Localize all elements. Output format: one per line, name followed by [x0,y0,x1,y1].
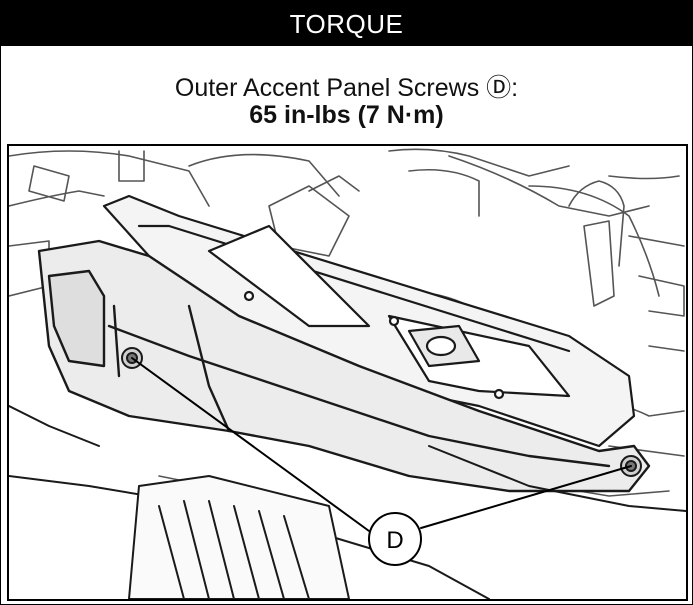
fastener-description: Outer Accent Panel Screws Ⓓ: [174,74,519,102]
leader-line-right [420,465,632,529]
torque-value: 65 in-lbs (7 N·m) [249,101,444,129]
outer-accent-panel [37,239,651,493]
line-drawing: D [9,148,686,599]
assembly-illustration: D [7,144,688,601]
torque-spec: Outer Accent Panel Screws Ⓓ: 65 in-lbs (… [1,46,692,141]
callout-d: D [368,512,422,566]
callout-label: D [386,527,403,554]
lower-grille [9,405,686,599]
accent-panel-bracket [102,194,636,448]
torque-header: TORQUE [1,1,692,46]
leader-line-left [131,357,370,532]
